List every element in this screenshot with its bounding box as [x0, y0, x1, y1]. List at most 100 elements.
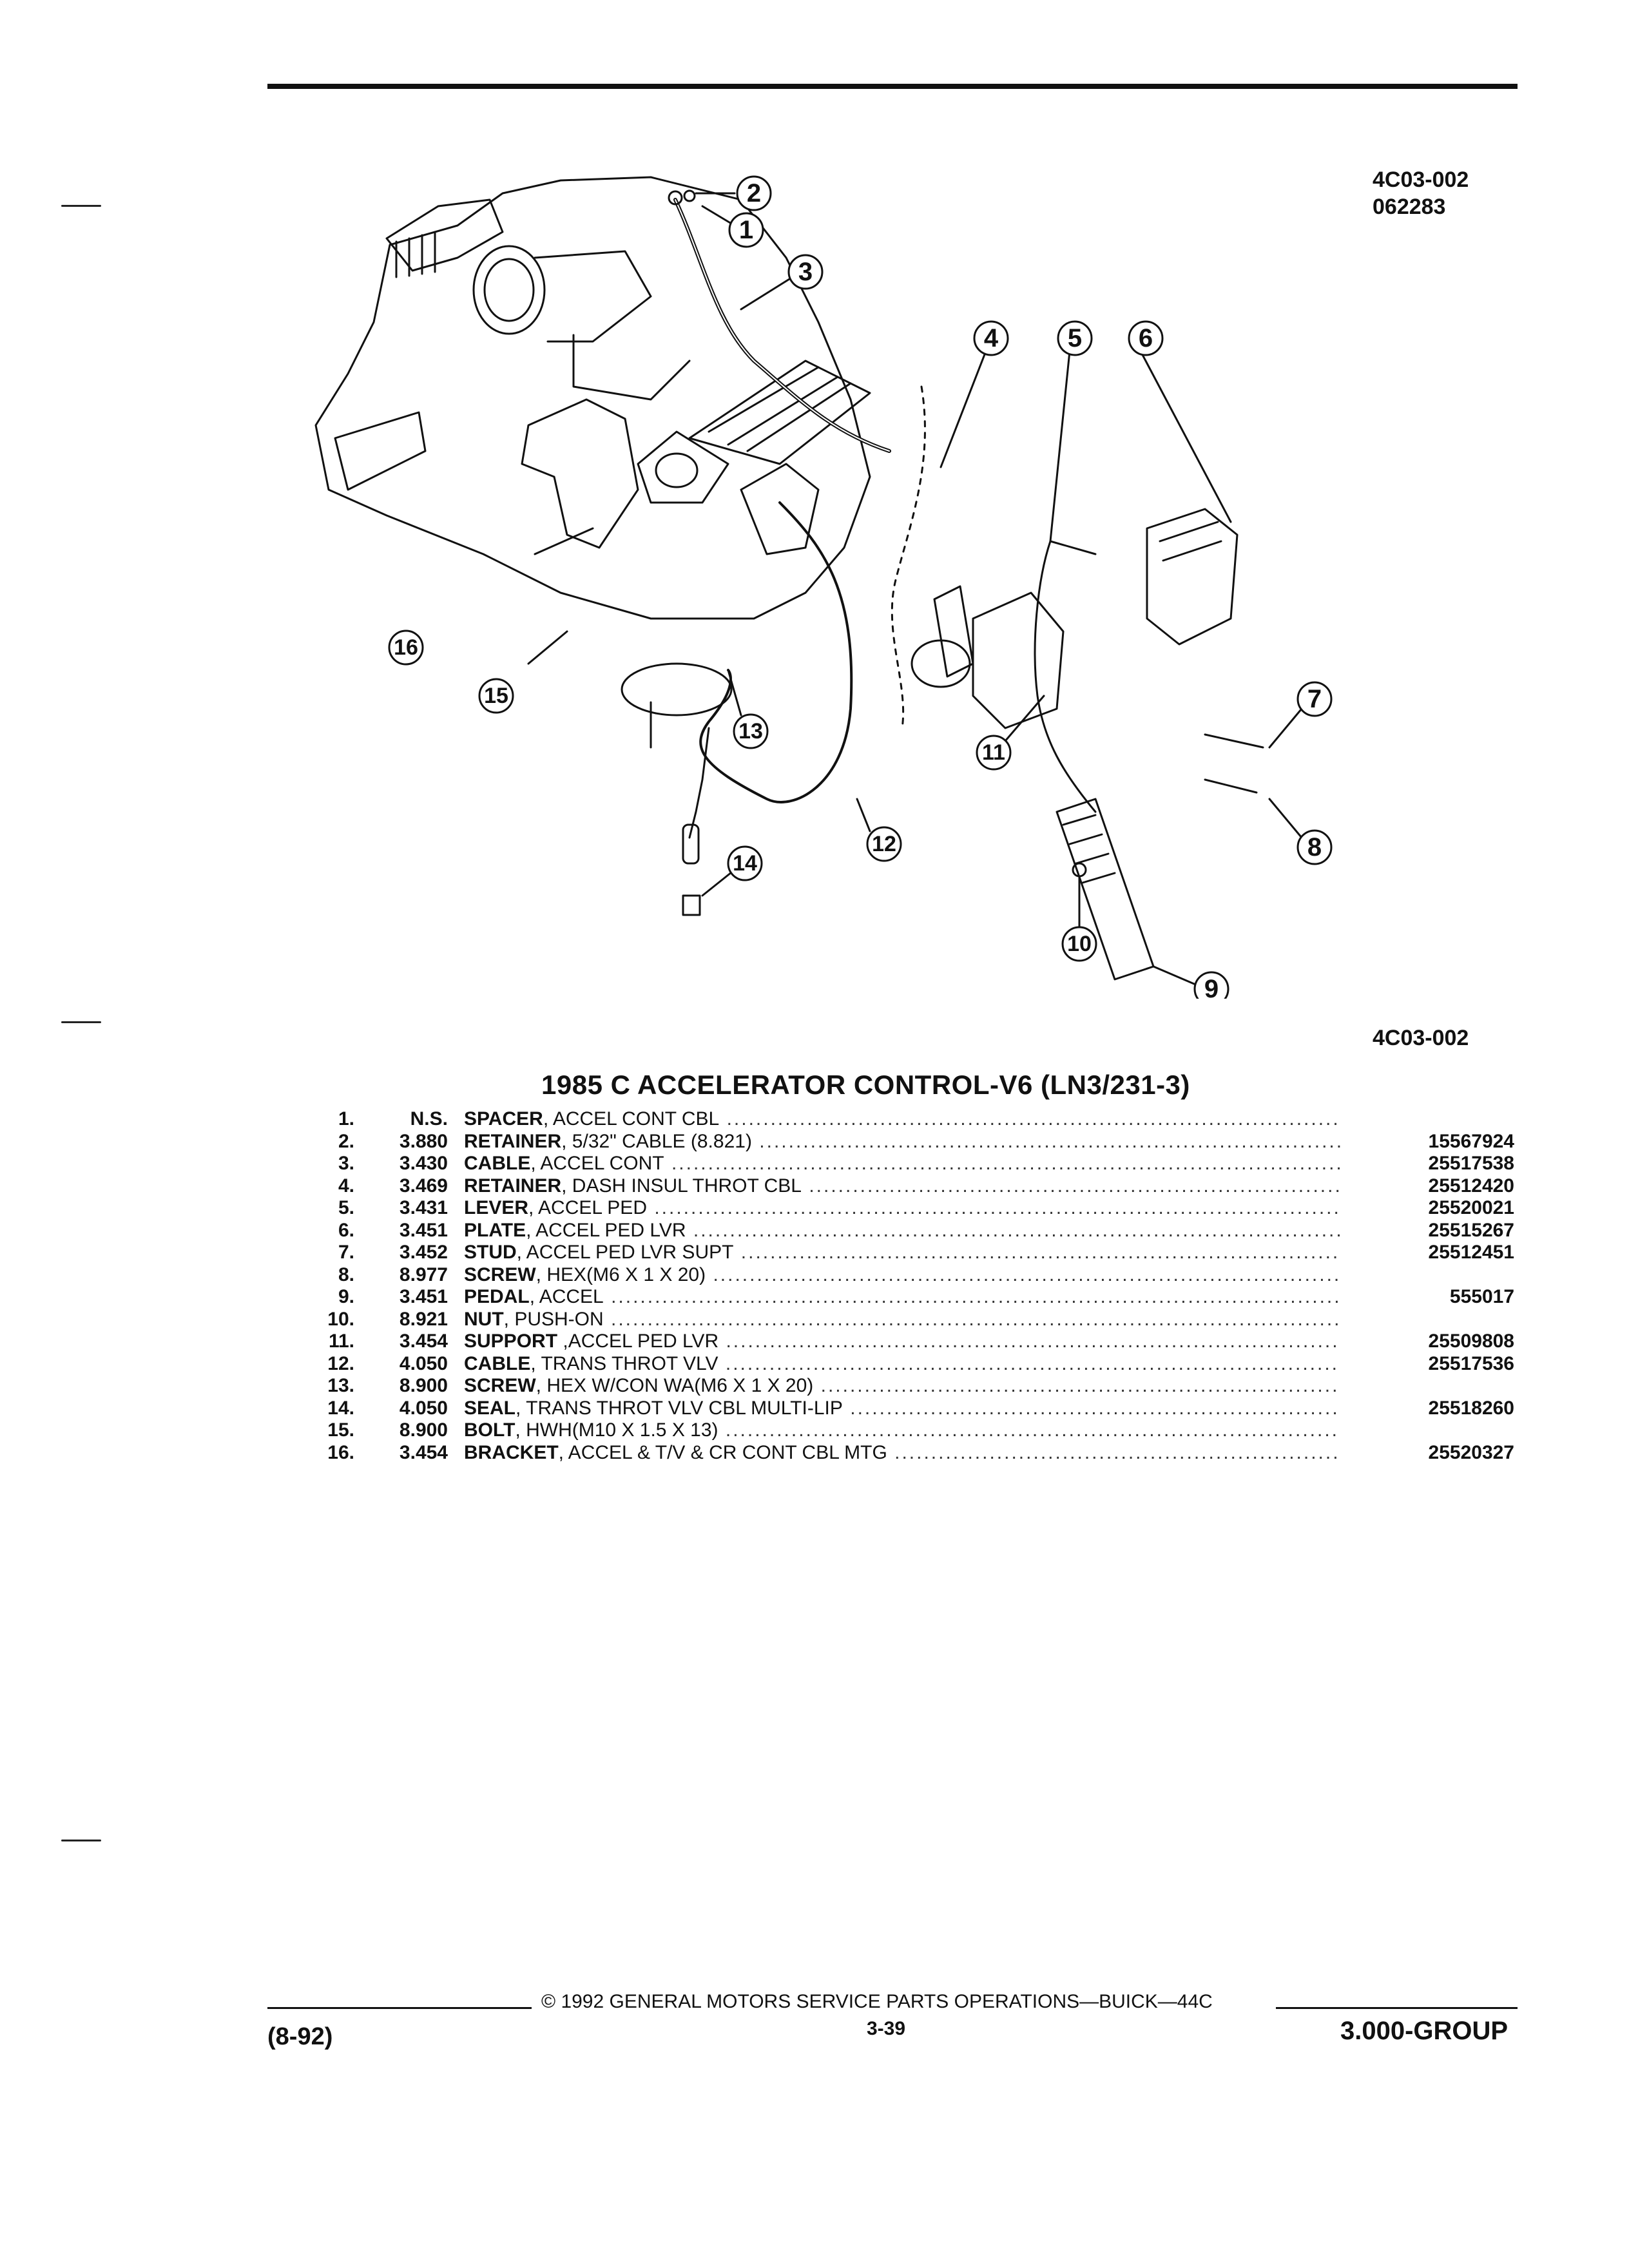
parts-list: 1. N.S. SPACER, ACCEL CONT CBL .........… — [309, 1108, 1521, 1464]
group-number: 3.454 — [399, 1331, 448, 1352]
item-number: 7. — [338, 1242, 354, 1263]
item-detail: , ACCEL CONT — [530, 1153, 664, 1174]
revision-date: (8-92) — [267, 2023, 333, 2050]
accel-cable-3 — [673, 198, 891, 453]
leader-dots: ........................................… — [693, 1219, 1340, 1241]
item-number: 4. — [338, 1175, 354, 1196]
list-item: 12. 4.050 CABLE, TRANS THROT VLV .......… — [309, 1353, 1521, 1376]
item-name: CABLE — [464, 1153, 531, 1174]
plate-6 — [1146, 508, 1239, 646]
callout-12 — [866, 826, 902, 862]
part-number: 25520021 — [1428, 1197, 1514, 1218]
group-number: 3.454 — [399, 1441, 448, 1463]
group-label: 3.000-GROUP — [1340, 2017, 1509, 2045]
item-number: 2. — [338, 1130, 354, 1152]
leader-dots: ........................................… — [654, 1197, 1340, 1218]
callout-label-11: 11 — [982, 740, 1005, 765]
list-item: 4. 3.469 RETAINER, DASH INSUL THROT CBL … — [309, 1175, 1521, 1198]
list-item: 7. 3.452 STUD, ACCEL PED LVR SUPT ......… — [309, 1242, 1521, 1264]
part-number: 25518260 — [1428, 1397, 1514, 1419]
item-number: 10. — [327, 1308, 354, 1330]
callout-15 — [478, 678, 514, 714]
part-number: 25512420 — [1428, 1175, 1514, 1196]
item-name: PEDAL — [464, 1286, 530, 1307]
item-description: SEAL, TRANS THROT VLV CBL MULTI-LIP ....… — [464, 1398, 1340, 1420]
leader-dots: ........................................… — [850, 1397, 1340, 1419]
group-number: 3.451 — [399, 1286, 448, 1307]
group-number: 3.452 — [399, 1242, 448, 1263]
leader-dots: ........................................… — [740, 1242, 1340, 1263]
item-detail: , ACCEL PED LVR SUPT — [516, 1242, 734, 1263]
header-rule — [267, 84, 1518, 89]
page-title: 1985 C ACCELERATOR CONTROL-V6 (LN3/231-3… — [541, 1070, 1190, 1100]
list-item: 9. 3.451 PEDAL, ACCEL ..................… — [309, 1286, 1521, 1309]
item-description: SCREW, HEX W/CON WA(M6 X 1 X 20) .......… — [464, 1375, 1340, 1398]
item-detail: , PUSH-ON — [503, 1308, 604, 1330]
callout-label-1: 1 — [739, 216, 753, 244]
item-name: CABLE — [464, 1352, 531, 1374]
list-item: 16. 3.454 BRACKET, ACCEL & T/V & CR CONT… — [309, 1442, 1521, 1465]
diagram-caption-code: 4C03-002 — [1373, 1026, 1469, 1050]
list-item: 6. 3.451 PLATE, ACCEL PED LVR ..........… — [309, 1220, 1521, 1242]
callout-3 — [787, 254, 824, 290]
item-description: RETAINER, 5/32" CABLE (8.821) ..........… — [464, 1131, 1340, 1153]
item-description: BRACKET, ACCEL & T/V & CR CONT CBL MTG .… — [464, 1442, 1340, 1465]
part-number: 555017 — [1449, 1286, 1514, 1307]
leader-dots: ........................................… — [726, 1108, 1340, 1129]
item-detail: , HEX W/CON WA(M6 X 1 X 20) — [535, 1375, 814, 1396]
trans-cable-12 — [699, 501, 853, 803]
item-number: 1. — [338, 1108, 354, 1129]
group-number: 3.469 — [399, 1175, 448, 1196]
callout-8 — [1296, 829, 1333, 865]
leader-dots: ........................................… — [809, 1175, 1340, 1196]
list-item: 11. 3.454 SUPPORT ,ACCEL PED LVR .......… — [309, 1331, 1521, 1353]
item-detail: , TRANS THROT VLV CBL MULTI-LIP — [516, 1397, 843, 1419]
item-detail: , ACCEL — [529, 1286, 604, 1307]
item-number: 5. — [338, 1197, 354, 1218]
part-number: 25517536 — [1428, 1352, 1514, 1374]
item-detail: , ACCEL PED — [528, 1197, 647, 1218]
list-item: 5. 3.431 LEVER, ACCEL PED ..............… — [309, 1197, 1521, 1220]
list-item: 13. 8.900 SCREW, HEX W/CON WA(M6 X 1 X 2… — [309, 1375, 1521, 1398]
leader-dots: ........................................… — [894, 1441, 1340, 1463]
leader-dots: ........................................… — [820, 1375, 1340, 1396]
callout-label-13: 13 — [738, 719, 763, 744]
leader-dots: ........................................… — [726, 1331, 1340, 1352]
callout-13 — [733, 713, 769, 749]
callout-label-16: 16 — [394, 635, 418, 660]
list-item: 14. 4.050 SEAL, TRANS THROT VLV CBL MULT… — [309, 1398, 1521, 1420]
callout-5 — [1057, 320, 1093, 356]
item-number: 8. — [338, 1264, 354, 1285]
item-number: 15. — [327, 1419, 354, 1441]
leader-dots: ........................................… — [611, 1286, 1340, 1307]
item-description: NUT, PUSH-ON ...........................… — [464, 1309, 1340, 1331]
item-detail: , TRANS THROT VLV — [530, 1352, 718, 1374]
item-name: NUT — [464, 1308, 504, 1330]
list-item: 10. 8.921 NUT, PUSH-ON .................… — [309, 1309, 1521, 1331]
item-name: SUPPORT — [464, 1331, 558, 1352]
item-name: RETAINER — [464, 1175, 562, 1196]
leader-dots: ........................................… — [725, 1419, 1340, 1441]
part-number: 25512451 — [1428, 1242, 1514, 1263]
item-number: 12. — [327, 1352, 354, 1374]
copyright-notice: © 1992 GENERAL MOTORS SERVICE PARTS OPER… — [541, 1991, 1213, 2012]
item-number: 3. — [338, 1153, 354, 1174]
item-detail: , HEX(M6 X 1 X 20) — [535, 1264, 706, 1285]
callout-14 — [727, 845, 763, 881]
item-description: RETAINER, DASH INSUL THROT CBL .........… — [464, 1175, 1340, 1198]
callout-label-10: 10 — [1067, 932, 1092, 956]
footer-rule-left — [267, 2007, 532, 2009]
item-detail: , ACCEL CONT CBL — [543, 1108, 720, 1129]
part-number: 15567924 — [1428, 1130, 1514, 1152]
item-detail: ,ACCEL PED LVR — [557, 1331, 719, 1352]
callout-label-9: 9 — [1204, 975, 1219, 999]
part-number: 25515267 — [1428, 1219, 1514, 1241]
item-description: SUPPORT ,ACCEL PED LVR .................… — [464, 1331, 1340, 1353]
item-detail: , ACCEL PED LVR — [526, 1219, 686, 1241]
footer-rule-right — [1276, 2007, 1518, 2009]
callout-9 — [1193, 971, 1229, 999]
item-description: BOLT, HWH(M10 X 1.5 X 13) ..............… — [464, 1419, 1340, 1442]
group-number: 3.431 — [399, 1197, 448, 1218]
callout-1 — [728, 212, 764, 248]
item-description: PEDAL, ACCEL ...........................… — [464, 1286, 1340, 1309]
